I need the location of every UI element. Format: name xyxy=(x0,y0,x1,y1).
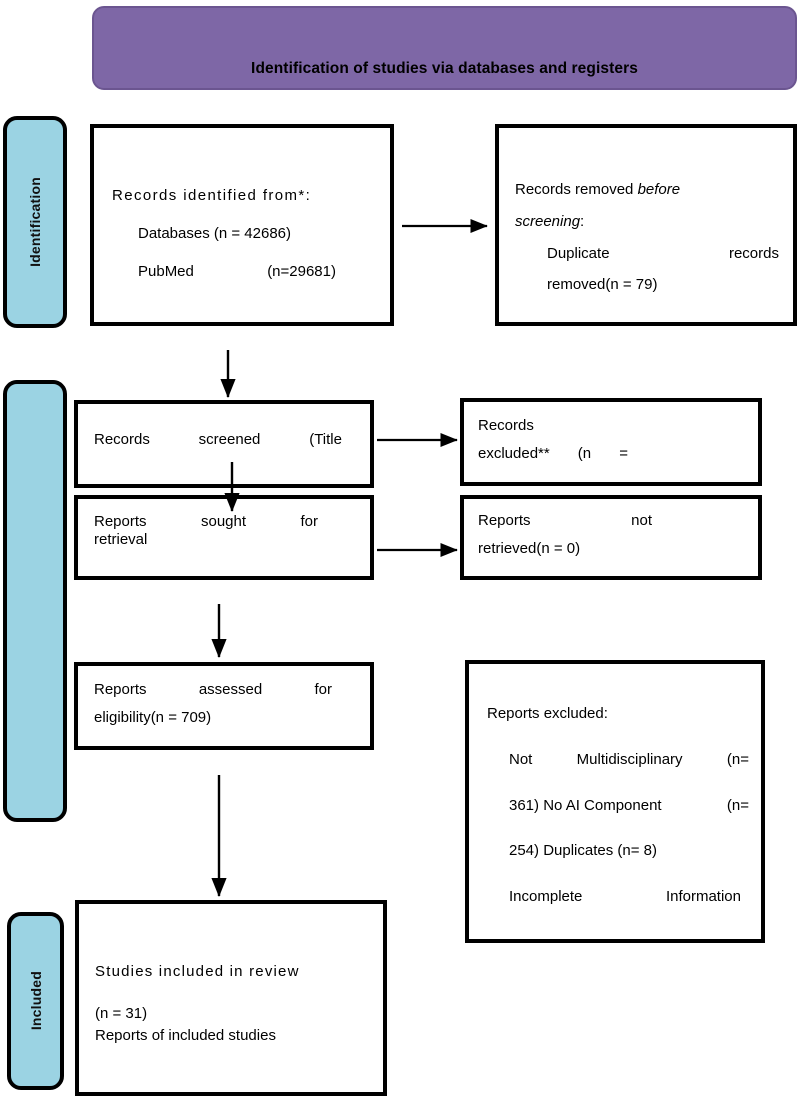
reports-assessed-line1-mid: assessed xyxy=(198,681,263,698)
studies-included-line2: (n = 31) xyxy=(95,1004,148,1022)
studies-included-line1: Studies included in review xyxy=(95,963,300,980)
reports-assessed-line1: Reports assessed for xyxy=(94,682,360,698)
stage-label-screening xyxy=(3,380,67,822)
box-records-removed-before-screening: Records removed before screening: Duplic… xyxy=(495,124,797,326)
studies-included-line3: Reports of included studies xyxy=(95,1026,276,1044)
reports-excluded-line3-right: (n= xyxy=(726,796,749,814)
records-excluded-line2-right: = xyxy=(619,444,628,462)
stage-label-identification-text: Identification xyxy=(27,177,43,267)
records-removed-line3: Duplicate records xyxy=(515,244,779,262)
reports-excluded-line2: Not Multidisciplinary (n= xyxy=(487,750,749,768)
records-excluded-line1: Records xyxy=(478,417,534,434)
records-excluded-line2-mid: (n xyxy=(577,444,592,462)
records-removed-line3-right: records xyxy=(728,244,779,262)
reports-not-retrieved-line1-left: Reports xyxy=(478,512,531,529)
stage-label-included-text: Included xyxy=(27,971,44,1031)
records-excluded-line2-left: excluded** xyxy=(478,444,550,462)
records-screened-line1: Records screened (Title xyxy=(94,432,360,448)
reports-not-retrieved-line1: Reports not xyxy=(478,513,748,529)
records-removed-line2: screening: xyxy=(515,212,779,230)
box-reports-assessed-for-eligibility: Reports assessed for eligibility(n = 709… xyxy=(74,662,374,750)
records-excluded-line2: excluded** (n = xyxy=(478,444,748,462)
records-removed-line2-b: : xyxy=(580,212,585,230)
box-reports-excluded-detail: Reports excluded: Not Multidisciplinary … xyxy=(465,660,765,943)
records-removed-line2-a: screening xyxy=(515,212,581,230)
reports-sought-line2: retrieval xyxy=(94,530,148,548)
stage-label-included: Included xyxy=(7,912,64,1090)
records-identified-line3-right: (n=29681) xyxy=(267,262,336,280)
box-records-excluded: Records excluded** (n = xyxy=(460,398,762,486)
box-records-screened: Records screened (Title xyxy=(74,400,374,488)
reports-excluded-line1: Reports excluded: xyxy=(487,705,608,722)
box-records-identified: Records identified from*: Databases (n =… xyxy=(90,124,394,326)
reports-not-retrieved-line1-right: not xyxy=(631,512,652,529)
records-identified-line1: Records identified from*: xyxy=(112,187,312,204)
box-studies-included-in-review: Studies included in review (n = 31) Repo… xyxy=(75,900,387,1096)
reports-assessed-line2: eligibility(n = 709) xyxy=(94,708,212,726)
stage-label-identification: Identification xyxy=(3,116,67,328)
records-removed-line1-a: Records removed xyxy=(515,181,638,198)
reports-excluded-line2-right: (n= xyxy=(726,750,749,768)
records-removed-line4: removed(n = 79) xyxy=(547,276,658,294)
records-removed-line1-b: before xyxy=(637,181,681,198)
records-identified-line3: PubMed (n=29681) xyxy=(112,262,382,280)
reports-not-retrieved-line2: retrieved(n = 0) xyxy=(478,539,581,557)
reports-sought-line1-left: Reports xyxy=(94,513,147,530)
reports-assessed-line1-left: Reports xyxy=(94,681,147,698)
reports-excluded-line5-right: Information xyxy=(665,888,741,905)
box-reports-sought-for-retrieval: Reports sought for retrieval xyxy=(74,495,374,580)
reports-excluded-line5: Incomplete Information xyxy=(487,889,749,905)
reports-excluded-line3-left: 361) No AI Component xyxy=(509,796,662,814)
records-identified-line3-left: PubMed xyxy=(138,262,194,280)
reports-sought-line1-right: for xyxy=(300,513,318,530)
reports-assessed-line1-right: for xyxy=(314,681,332,698)
reports-sought-line1: Reports sought for xyxy=(94,514,360,530)
records-identified-line2: Databases (n = 42686) xyxy=(138,224,292,242)
records-removed-line1: Records removed before xyxy=(515,182,779,198)
records-screened-line1-left: Records xyxy=(94,431,150,448)
records-screened-line1-right: (Title xyxy=(309,431,342,448)
records-screened-line1-mid: screened xyxy=(198,431,261,448)
diagram-header-banner: Identification of studies via databases … xyxy=(92,6,797,90)
reports-excluded-line5-left: Incomplete xyxy=(509,888,583,905)
reports-excluded-line3: 361) No AI Component (n= xyxy=(487,796,749,814)
reports-excluded-line2-left: Not xyxy=(509,750,533,768)
reports-sought-line1-mid: sought xyxy=(200,513,247,530)
reports-excluded-line2-mid: Multidisciplinary xyxy=(576,750,683,768)
records-removed-line3-left: Duplicate xyxy=(547,244,610,262)
diagram-title: Identification of studies via databases … xyxy=(251,60,638,77)
box-reports-not-retrieved: Reports not retrieved(n = 0) xyxy=(460,495,762,580)
reports-excluded-line4: 254) Duplicates (n= 8) xyxy=(509,842,657,860)
